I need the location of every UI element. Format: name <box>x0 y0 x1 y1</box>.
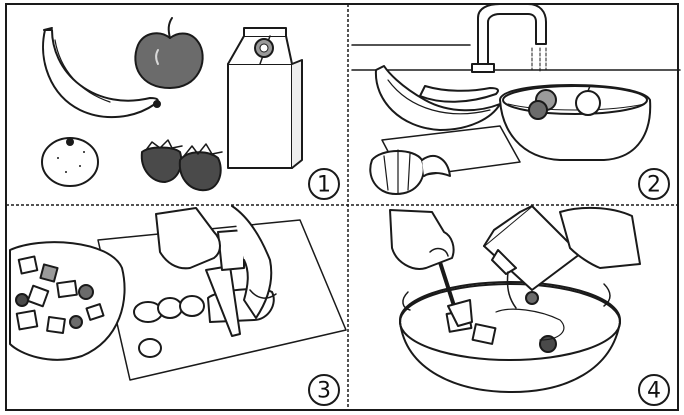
banana-icon <box>42 27 161 119</box>
tangerine-icon <box>41 137 99 187</box>
step-number-3-label: 3 <box>317 379 331 404</box>
hand-icon <box>559 206 641 269</box>
panel-3-slicing: 3 <box>9 205 347 406</box>
step-number-4-label: 4 <box>647 379 661 404</box>
panel-1-ingredients: 1 <box>41 17 340 200</box>
step-number-2-label: 2 <box>647 173 661 198</box>
bowl-icon <box>9 241 126 361</box>
hand-icon <box>389 209 455 270</box>
apple-icon <box>134 17 204 89</box>
step-number-3: 3 <box>308 374 340 406</box>
outer-border <box>5 3 679 411</box>
panel-4-mixing: 4 <box>389 205 670 406</box>
panel-2-washing: 2 <box>351 3 681 200</box>
bowl-icon <box>499 84 652 161</box>
faucet-icon <box>471 3 547 73</box>
knife-icon <box>205 229 245 337</box>
tangerine-icon <box>369 149 451 195</box>
strawberry-icon <box>140 139 223 192</box>
step-number-2: 2 <box>638 168 670 200</box>
step-number-1-label: 1 <box>317 173 331 198</box>
milk-carton-icon <box>483 205 581 309</box>
fork-icon <box>436 254 473 327</box>
step-number-4: 4 <box>638 374 670 406</box>
banana-icon <box>374 65 501 131</box>
hand-icon <box>155 205 277 319</box>
apple-icon <box>575 90 601 116</box>
bowl-icon <box>399 281 621 393</box>
milk-carton-icon <box>227 27 303 169</box>
step-number-1: 1 <box>308 168 340 200</box>
